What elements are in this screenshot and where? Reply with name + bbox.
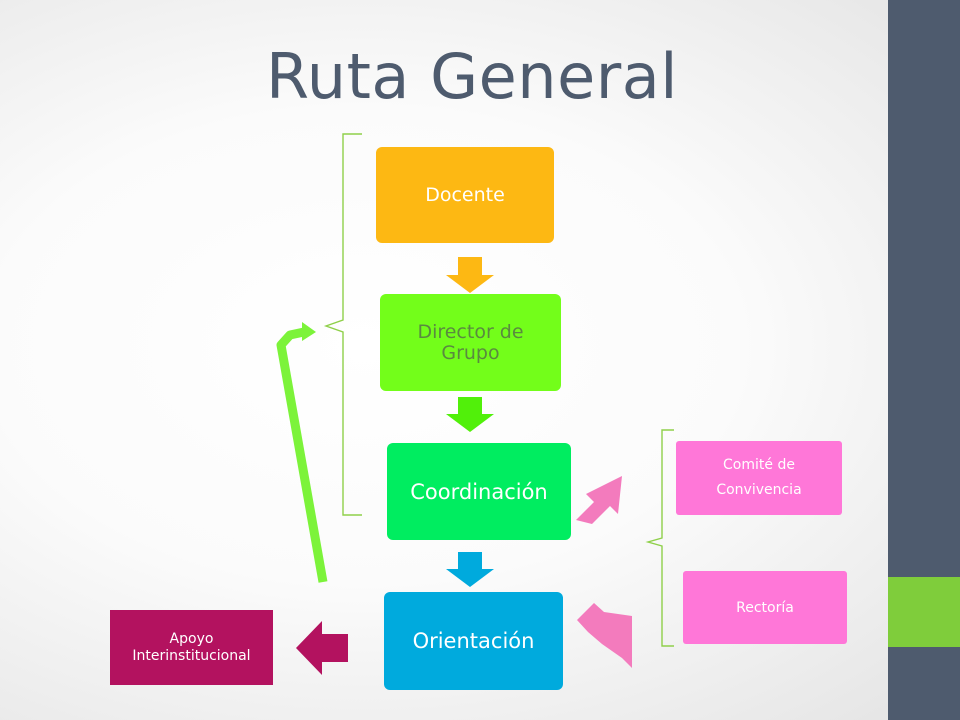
return-arrow-shaft	[276, 327, 328, 583]
arrow-down-docente-director	[446, 257, 494, 293]
slide-sidebar-accent	[888, 577, 960, 647]
arrow-down-director-coordinacion	[446, 397, 494, 432]
return-arrow-head	[302, 322, 316, 341]
slide-title: Ruta General	[266, 40, 678, 113]
node-comite-label-line2: Convivencia	[716, 482, 802, 498]
node-apoyo-label-line2: Interinstitucional	[132, 647, 251, 664]
node-docente-label: Docente	[425, 184, 505, 206]
node-orientacion: Orientación	[384, 592, 563, 690]
arrow-orientacion-apoyo	[296, 621, 348, 675]
group-bracket-main	[323, 133, 362, 516]
node-comite-label-line1: Comité de	[723, 456, 795, 473]
node-rectoria: Rectoría	[683, 571, 847, 644]
group-bracket-right	[645, 429, 674, 647]
node-apoyo-interinstitucional: Apoyo Interinstitucional	[110, 610, 273, 685]
arrow-orientacion-rectoria	[577, 603, 632, 668]
node-comite-de-convivencia: Comité de Convivencia	[676, 441, 842, 515]
node-apoyo-label-line1: Apoyo	[169, 630, 214, 647]
node-director-label: Director de Grupo	[417, 320, 524, 364]
node-orientacion-label: Orientación	[412, 629, 535, 653]
node-rectoria-label: Rectoría	[736, 599, 794, 616]
arrow-down-coordinacion-orientacion	[446, 552, 494, 587]
node-coordinacion-label: Coordinación	[410, 479, 548, 504]
node-docente: Docente	[376, 147, 554, 243]
arrow-coordinacion-comite	[576, 476, 622, 524]
node-coordinacion: Coordinación	[387, 443, 571, 540]
node-director-de-grupo: Director de Grupo	[380, 294, 561, 391]
